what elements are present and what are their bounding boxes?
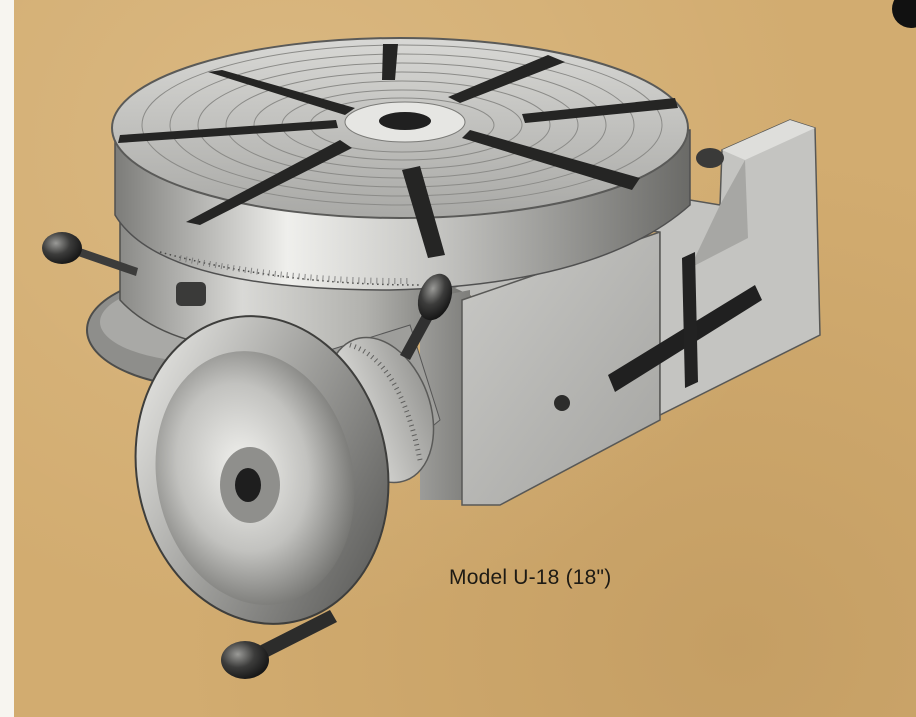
bracket-clamp: [696, 148, 724, 168]
dial-lever-knob[interactable]: [412, 269, 458, 325]
concentric-rings: [141, 44, 663, 206]
crank-arm: [255, 610, 337, 660]
model-caption: Model U-18 (18"): [449, 566, 612, 589]
crank-handle[interactable]: [221, 641, 269, 679]
left-lock-screw[interactable]: [176, 282, 206, 306]
housing-block-side: [420, 290, 470, 500]
table-t-slots: [118, 44, 678, 258]
left-lever-arm: [78, 248, 138, 276]
centre-bore: [379, 112, 431, 130]
handwheel-centre: [235, 468, 261, 502]
block-bolt-hole: [554, 395, 570, 411]
block-vertical-slot: [682, 252, 698, 388]
left-lever-knob[interactable]: [42, 232, 82, 264]
page-margin: [0, 0, 14, 717]
